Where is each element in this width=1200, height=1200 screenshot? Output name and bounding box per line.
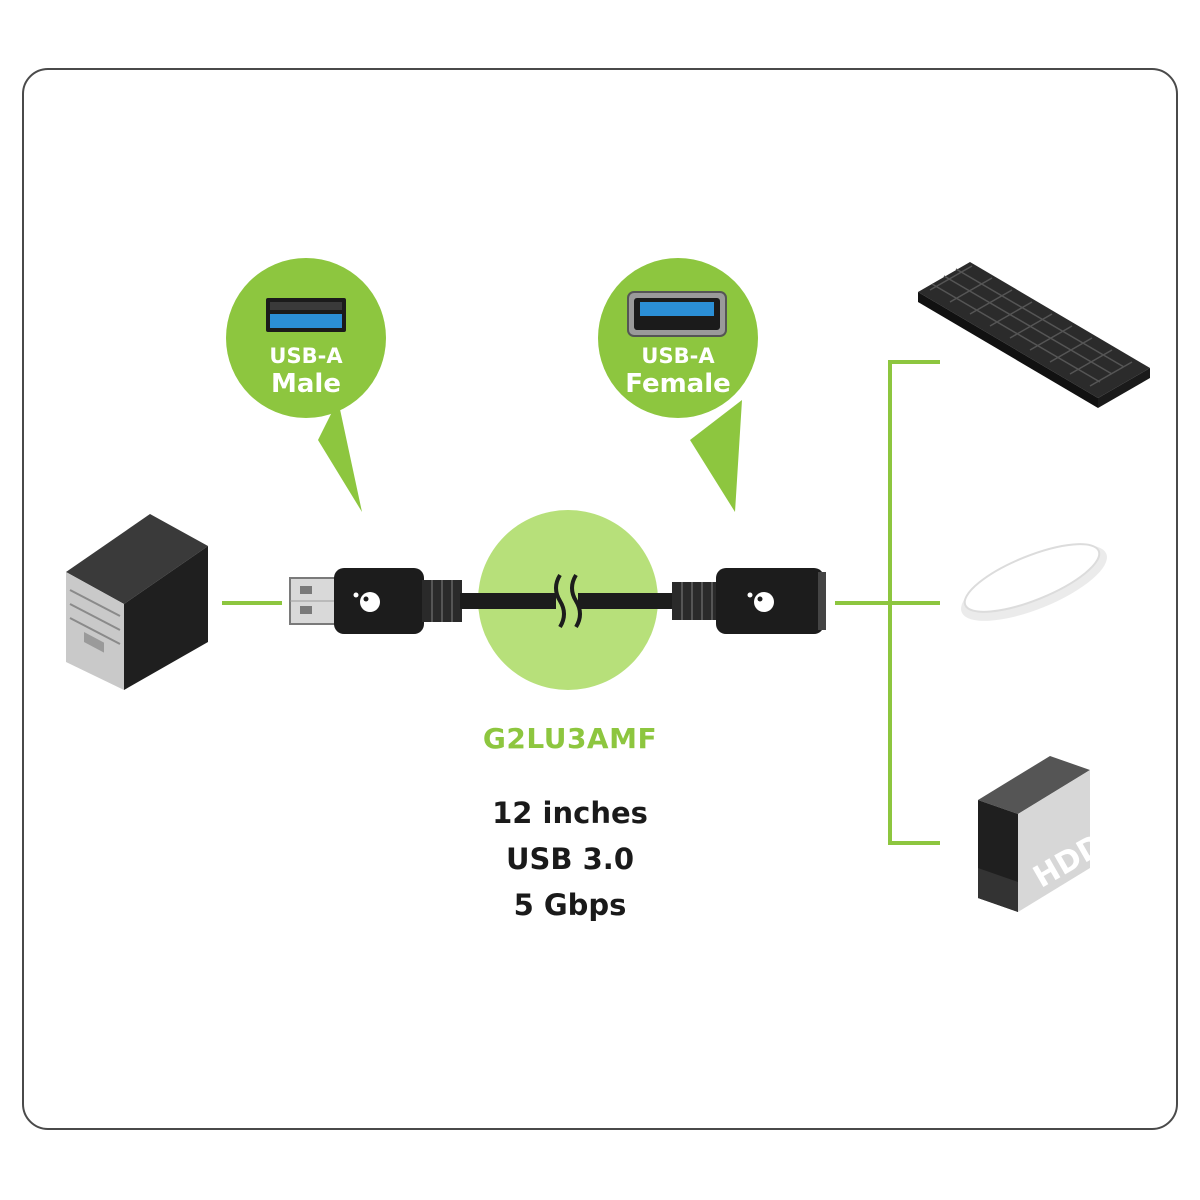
product-model: G2LU3AMF [482, 722, 658, 755]
brand-logo-icon [353, 592, 380, 612]
usb-extension-cable [289, 568, 826, 634]
callout-male-label: USB-A Male [226, 343, 386, 399]
mouse-icon [961, 543, 1107, 621]
callout-female-line2: Female [625, 369, 731, 399]
product-specs: 12 inches USB 3.0 5 Gbps [420, 790, 720, 928]
callout-male-line1: USB-A [269, 344, 343, 368]
usb-a-male-port-icon [266, 298, 346, 332]
usb-a-female-port-icon [627, 291, 727, 337]
spec-standard: USB 3.0 [505, 842, 634, 876]
keyboard-icon [918, 262, 1150, 408]
connection-lines [222, 360, 940, 845]
callout-male-line2: Male [271, 369, 341, 399]
brand-logo-icon [747, 592, 774, 612]
hdd-icon [978, 756, 1090, 912]
callout-male [226, 258, 386, 512]
desktop-tower-icon [66, 514, 208, 690]
spec-length: 12 inches [492, 796, 648, 830]
callout-female-label: USB-A Female [598, 343, 758, 399]
callout-female-line1: USB-A [641, 344, 715, 368]
spec-speed: 5 Gbps [513, 888, 627, 922]
